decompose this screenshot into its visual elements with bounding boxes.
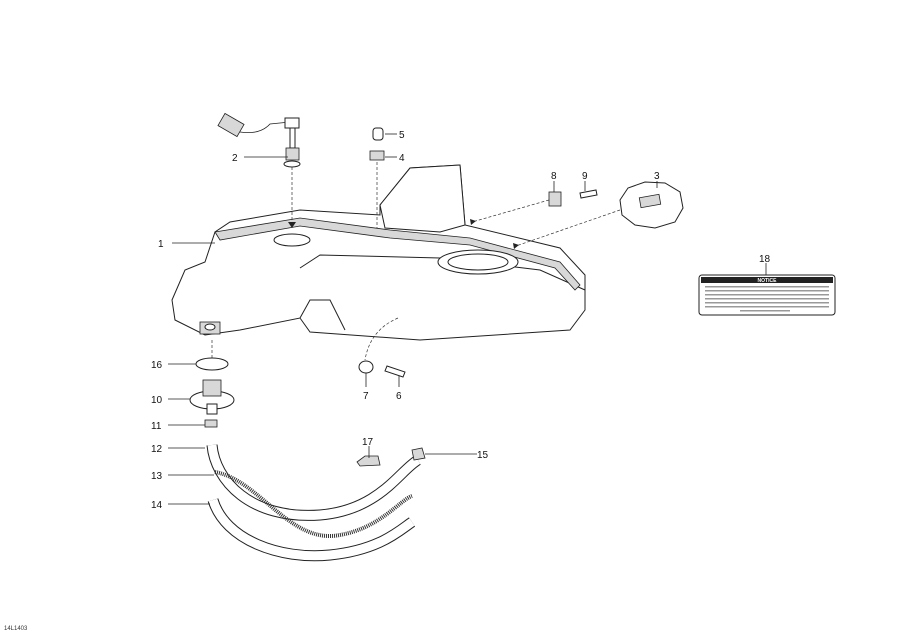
part-8 xyxy=(548,191,562,207)
callout-4: 4 xyxy=(399,153,405,164)
callout-17: 17 xyxy=(362,437,374,448)
callout-11: 11 xyxy=(151,421,162,432)
callout-12: 12 xyxy=(151,444,163,455)
part-6 xyxy=(384,365,406,378)
figure-code: 14L1403 xyxy=(4,626,28,632)
part-11 xyxy=(204,419,218,428)
notice-title: NOTICE xyxy=(758,278,778,284)
callout-3: 3 xyxy=(654,171,660,182)
notice-label: NOTICE xyxy=(698,274,836,316)
callout-14: 14 xyxy=(151,500,163,511)
callout-6: 6 xyxy=(396,391,402,402)
fuel-tank xyxy=(171,164,586,341)
callout-8: 8 xyxy=(551,171,557,182)
hose-12 xyxy=(206,444,422,521)
callout-7: 7 xyxy=(363,391,369,402)
hose-13 xyxy=(214,470,413,539)
part-16 xyxy=(195,357,229,371)
callout-16: 16 xyxy=(151,360,163,371)
callout-15: 15 xyxy=(477,450,489,461)
callout-1: 1 xyxy=(158,239,164,250)
part-5 xyxy=(372,127,384,141)
part-9 xyxy=(579,189,598,199)
part-4 xyxy=(369,150,385,161)
callout-18: 18 xyxy=(759,254,771,265)
callout-5: 5 xyxy=(399,130,405,141)
fuel-level-sensor xyxy=(217,112,301,168)
part-10-pump xyxy=(189,379,235,415)
callout-13: 13 xyxy=(151,471,163,482)
part-15 xyxy=(411,447,426,461)
callout-2: 2 xyxy=(232,153,238,164)
callouts: 1 2 3 4 5 6 7 8 9 10 11 12 13 14 15 16 1… xyxy=(151,130,771,511)
callout-9: 9 xyxy=(582,171,588,182)
part-17 xyxy=(356,455,381,467)
part-7 xyxy=(358,360,374,374)
hose-14 xyxy=(207,498,416,562)
fuel-cap xyxy=(619,181,684,229)
callout-10: 10 xyxy=(151,395,163,406)
